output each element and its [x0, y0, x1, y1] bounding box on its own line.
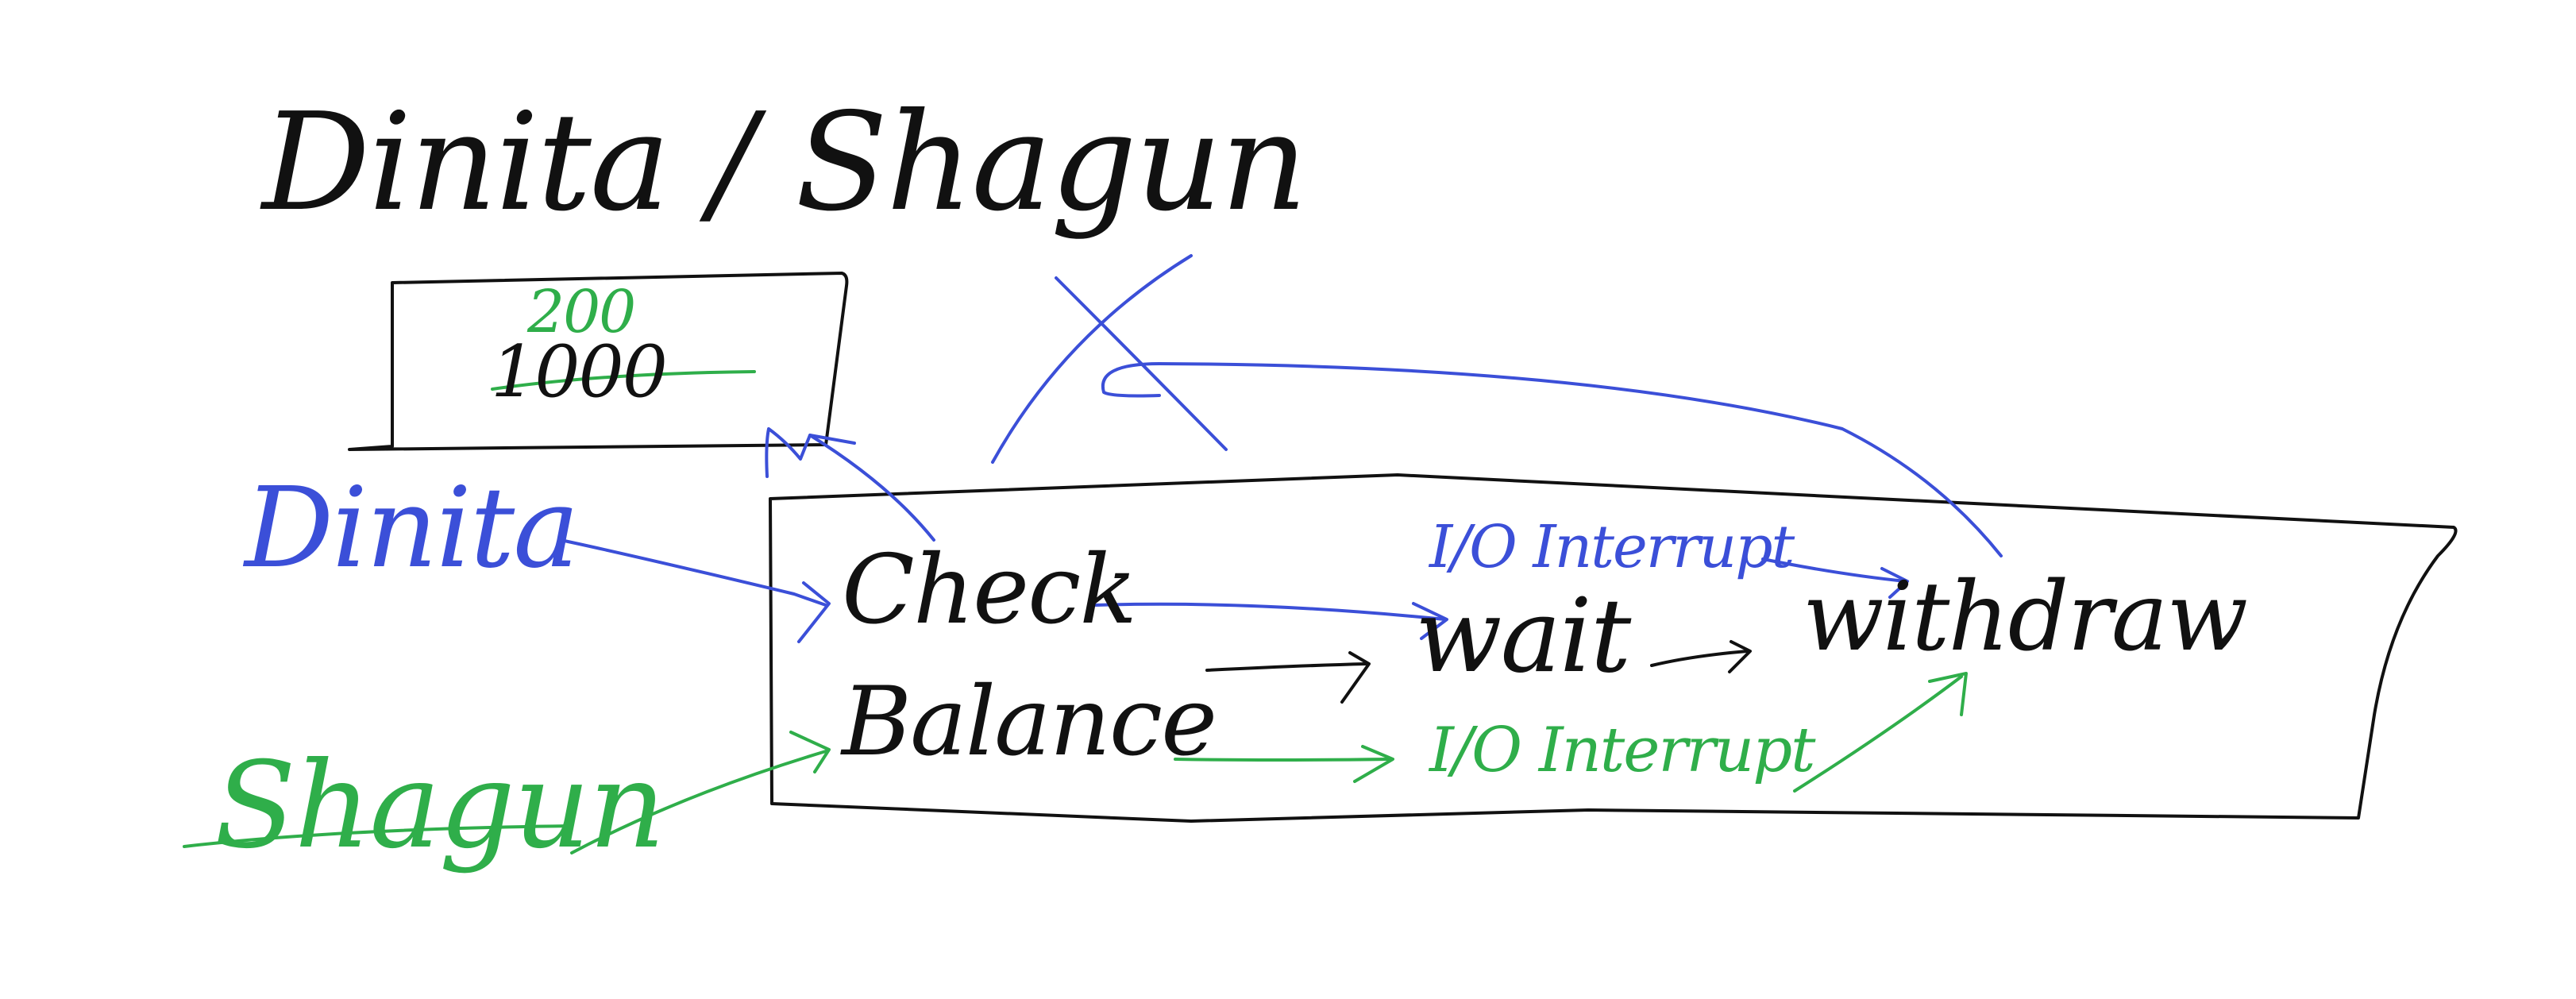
- step-check: Check: [842, 535, 1137, 646]
- green-interrupt-to-withdraw-arrow: [1793, 675, 1963, 793]
- wait-to-withdraw-arrowhead: [1728, 640, 1752, 673]
- check-to-wait-arrowhead: [1412, 602, 1448, 640]
- actor-shagun: Shagun: [214, 737, 665, 875]
- step-wait: wait: [1415, 577, 1631, 696]
- strike-old-balance: [491, 370, 756, 391]
- wait-to-withdraw-arrow: [1650, 650, 1749, 667]
- process-box-outline: [769, 473, 2458, 823]
- io-interrupt-blue-label: I/O Interrupt: [1429, 513, 1795, 581]
- step-balance: Balance: [842, 667, 1217, 777]
- check-to-balance-arrowhead: [765, 427, 856, 478]
- check-to-balance-arrow: [808, 434, 935, 542]
- dinita-arrowhead: [797, 581, 831, 643]
- shagun-lead-stroke: [183, 824, 573, 848]
- io-interrupt-green-label: I/O Interrupt: [1429, 715, 1815, 786]
- shagun-arrowhead: [789, 731, 831, 773]
- old-balance-value: 1000: [491, 330, 668, 414]
- withdraw-to-balance-arrow: [1101, 362, 2003, 557]
- dinita-arrow: [559, 538, 827, 607]
- balance-box-outline: [348, 272, 849, 451]
- green-interrupt-to-withdraw-arrowhead: [1928, 672, 1968, 716]
- balance-to-wait-arrowhead: [1340, 651, 1371, 704]
- new-balance-value: 200: [527, 278, 636, 346]
- shagun-arrow: [570, 750, 827, 854]
- cross-mark-x-second-stroke: [1055, 276, 1228, 451]
- cross-mark-x: [991, 254, 1193, 464]
- page-title: Dinita / Shagun: [262, 84, 1308, 241]
- check-to-wait-arrow: [1094, 602, 1447, 621]
- blue-interrupt-to-withdraw-arrowhead: [1880, 567, 1909, 599]
- step-withdraw: withdraw: [1803, 562, 2248, 673]
- balance-to-green-interrupt-arrow: [1174, 758, 1391, 762]
- actor-dinita: Dinita: [245, 464, 580, 593]
- balance-to-wait-arrow: [1205, 662, 1367, 672]
- blue-interrupt-to-withdraw-arrow: [1761, 557, 1907, 583]
- balance-to-green-interrupt-arrowhead: [1353, 745, 1394, 783]
